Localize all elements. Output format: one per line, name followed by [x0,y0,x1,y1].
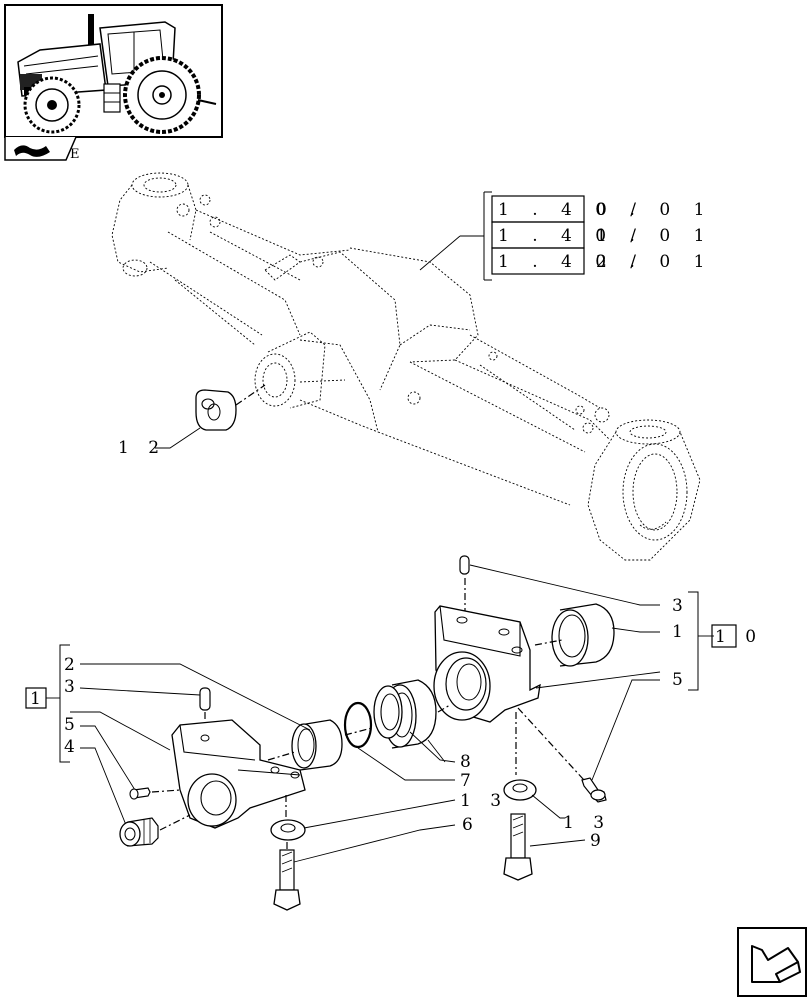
section-tab[interactable]: E [4,136,80,162]
part-12-shim[interactable] [195,389,237,431]
part-5-grease-fitting-left[interactable] [129,787,151,800]
section-tab-label: E [70,147,80,162]
reference-row-0-suffix: 0 / 0 1 [596,200,713,220]
callout-3-right[interactable]: 3 [672,596,690,616]
reference-row-0-prefix: 1 . 4 0 . [498,200,644,220]
reference-row-2-prefix: 1 . 4 0 . [498,252,644,272]
reference-row-1-suffix: 1 / 0 1 [596,226,713,246]
callout-13-left[interactable]: 1 3 [460,791,508,811]
callout-2[interactable]: 2 [64,655,82,675]
part-right-steering-arm[interactable] [433,605,541,723]
callout-4[interactable]: 4 [64,737,82,757]
reference-row-2-suffix: 2 / 0 1 [596,252,713,272]
callout-6[interactable]: 6 [462,815,480,835]
part-left-steering-arm[interactable] [171,719,306,829]
part-6-bolt-left[interactable] [273,849,301,911]
callout-8[interactable]: 8 [460,752,478,772]
part-2-bushing[interactable] [291,719,343,771]
callout-1-box-label: 1 [30,689,48,709]
part-3-dowel-pin-right[interactable] [459,555,470,575]
callout-13-right[interactable]: 1 3 [563,813,611,833]
callout-1-box[interactable]: 1 [25,687,48,709]
part-3-dowel-pin-left[interactable] [199,687,211,711]
wrench-icon [14,145,50,157]
reference-row-2[interactable]: 1 . 4 0 . 2 / 0 1 [491,247,713,275]
callout-1-right[interactable]: 1 [672,622,690,642]
reference-table: 1 . 4 0 . 0 / 0 1 1 . 4 0 . 1 / 0 1 1 . … [419,191,713,281]
part-8-seal-inner[interactable] [373,685,403,739]
tractor-thumbnail[interactable] [4,4,223,138]
callout-9[interactable]: 9 [590,831,608,851]
part-4-plug-left[interactable] [119,817,159,847]
callout-7[interactable]: 7 [460,771,478,791]
callout-12[interactable]: 1 2 [118,438,166,458]
next-page-arrow-icon[interactable] [737,927,807,997]
part-1-bushing-right[interactable] [551,603,615,667]
reference-row-0[interactable]: 1 . 4 0 . 0 / 0 1 [491,195,713,223]
callout-3-left[interactable]: 3 [64,677,82,697]
callout-10-box[interactable]: 1 0 [711,624,763,648]
part-7-o-ring[interactable] [343,701,373,749]
part-13-washer-right[interactable] [503,779,537,801]
part-5-grease-fitting-right[interactable] [581,777,607,803]
part-9-bolt-right[interactable] [503,813,533,881]
callout-5-right[interactable]: 5 [672,670,690,690]
callout-5-left[interactable]: 5 [64,715,82,735]
reference-row-1[interactable]: 1 . 4 0 . 1 / 0 1 [491,221,713,249]
axle-housing-outline [111,172,701,561]
part-13-washer-left[interactable] [270,819,306,841]
callout-10: 1 0 [715,627,763,647]
reference-row-1-prefix: 1 . 4 0 . [498,226,644,246]
